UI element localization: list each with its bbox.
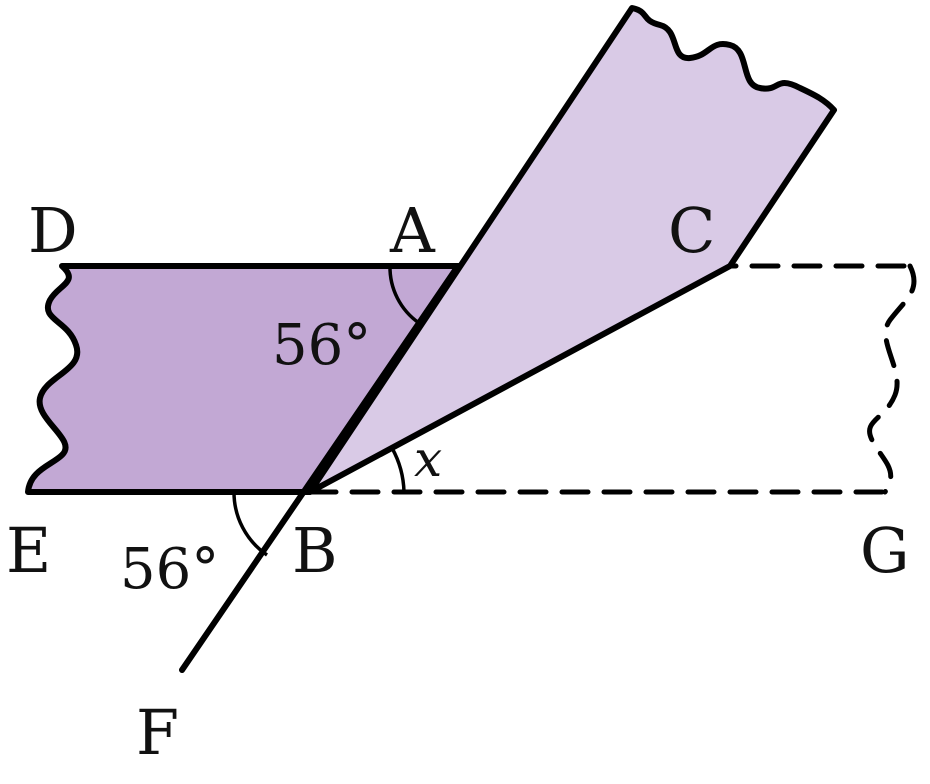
angle-label-B: 56° [120, 537, 219, 602]
label-E: E [6, 514, 51, 587]
strip-body [25, 263, 461, 495]
label-G: G [860, 514, 910, 587]
label-A: A [389, 194, 436, 267]
angle-label-x: x [414, 430, 442, 488]
fold-line-AF [179, 263, 461, 673]
label-C: C [668, 194, 715, 267]
angle-label-A: 56° [272, 313, 371, 378]
angle-arc-A [388, 265, 421, 325]
label-B: B [292, 514, 338, 587]
angle-arc-x [390, 447, 406, 493]
dashed-torn-edge [867, 263, 917, 495]
folded-flap [307, 5, 837, 495]
angle-arc-B [232, 491, 268, 557]
label-D: D [28, 194, 78, 267]
label-F: F [136, 696, 179, 769]
